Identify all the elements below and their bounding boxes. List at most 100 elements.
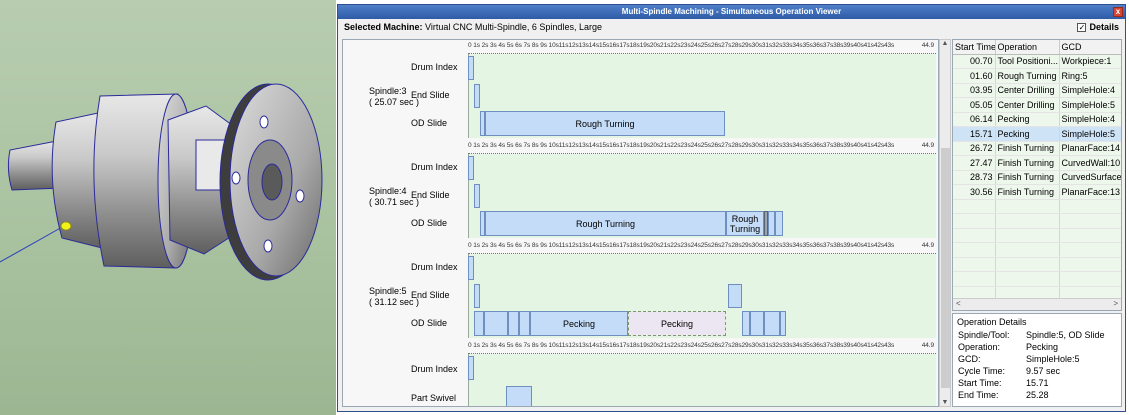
timeline-vertical-scrollbar[interactable]: ▲ ▼ xyxy=(939,39,951,407)
table-row-empty xyxy=(953,286,1121,301)
time-ruler: 0 1s 2s 3s 4s 5s 6s 7s 8s 9s 10s11s12s13… xyxy=(468,142,936,154)
operation-bar-label: Rough Turning xyxy=(575,118,635,129)
selected-machine-label: Selected Machine: xyxy=(344,22,423,32)
operation-bar[interactable] xyxy=(764,311,780,336)
table-row-empty xyxy=(953,213,1121,229)
table-cell: Ring:5 xyxy=(1059,68,1121,84)
scroll-right-icon[interactable]: > xyxy=(1113,299,1118,308)
slide-label: Drum Index xyxy=(411,62,458,72)
operation-bar[interactable] xyxy=(519,311,530,336)
time-ruler: 0 1s 2s 3s 4s 5s 6s 7s 8s 9s 10s11s12s13… xyxy=(468,42,936,54)
spindle-name: Spindle:5 xyxy=(369,286,407,296)
operation-bar[interactable] xyxy=(480,111,485,136)
3d-viewport[interactable] xyxy=(0,0,336,415)
operation-bar[interactable] xyxy=(775,211,783,236)
detail-key: Operation: xyxy=(958,342,1001,352)
operation-bar[interactable] xyxy=(508,311,519,336)
details-checkbox[interactable]: ✓ Details xyxy=(1077,22,1119,32)
checkbox-icon[interactable]: ✓ xyxy=(1077,22,1087,32)
column-header[interactable]: Start Time xyxy=(953,40,996,55)
table-cell: 26.72 xyxy=(953,141,996,156)
table-cell: Finish Turning xyxy=(995,155,1060,171)
operation-bar[interactable] xyxy=(780,311,786,336)
operation-bar[interactable] xyxy=(764,211,768,236)
table-cell: 27.47 xyxy=(953,155,996,171)
operation-details-panel: Operation Details Spindle/Tool:Spindle:5… xyxy=(952,313,1122,407)
spindle-section: 0 1s 2s 3s 4s 5s 6s 7s 8s 9s 10s11s12s13… xyxy=(343,40,938,140)
table-cell: Finish Turning xyxy=(995,141,1060,156)
table-cell: 30.56 xyxy=(953,184,996,200)
window-title-bar[interactable]: Multi-Spindle Machining - Simultaneous O… xyxy=(338,5,1125,19)
operation-bar-label: Pecking xyxy=(660,318,694,329)
operation-bar[interactable]: Rough Turning xyxy=(485,111,725,136)
selected-machine-value: Virtual CNC Multi-Spindle, 6 Spindles, L… xyxy=(425,22,602,32)
operation-bar[interactable] xyxy=(468,156,474,180)
operation-bar[interactable] xyxy=(474,84,480,108)
detail-key: Start Time: xyxy=(958,378,1002,388)
operation-bar[interactable]: Rough Turning xyxy=(485,211,726,236)
table-cell: SimpleHole:5 xyxy=(1059,97,1121,113)
close-icon: x xyxy=(1115,7,1121,16)
operation-bar[interactable] xyxy=(506,386,532,406)
operation-bar[interactable] xyxy=(728,284,742,308)
table-cell: PlanarFace:14 xyxy=(1059,141,1121,156)
detail-value: Pecking xyxy=(1026,342,1059,352)
slide-label: OD Slide xyxy=(411,318,448,328)
detail-value: SimpleHole:5 xyxy=(1026,354,1080,364)
selected-machine: Selected Machine: Virtual CNC Multi-Spin… xyxy=(344,22,602,32)
gantt-timeline[interactable]: 0 1s 2s 3s 4s 5s 6s 7s 8s 9s 10s11s12s13… xyxy=(342,39,939,407)
operation-bar[interactable]: Pecking xyxy=(530,311,628,336)
detail-row: Cycle Time:9.57 sec xyxy=(958,366,1118,377)
table-row-empty xyxy=(953,257,1121,272)
slide-label: Part Swivel xyxy=(411,393,457,403)
operation-bar[interactable] xyxy=(768,211,775,236)
operation-bar[interactable] xyxy=(468,356,474,380)
slide-label: End Slide xyxy=(411,90,450,100)
operation-bar[interactable]: Rough Turning xyxy=(726,211,764,236)
scrollbar-thumb[interactable] xyxy=(941,148,950,388)
operation-bar[interactable] xyxy=(468,256,474,280)
spindle-label: Spindle:5( 31.12 sec ) xyxy=(369,286,419,308)
close-button[interactable]: x xyxy=(1113,7,1123,17)
operation-bar[interactable] xyxy=(484,311,508,336)
list-horizontal-scrollbar[interactable]: < > xyxy=(953,298,1121,310)
table-cell: PlanarFace:13 xyxy=(1059,184,1121,200)
operation-bar[interactable] xyxy=(750,311,764,336)
scroll-left-icon[interactable]: < xyxy=(956,299,961,308)
operation-bar[interactable] xyxy=(474,184,480,208)
slide-label: Drum Index xyxy=(411,364,458,374)
slide-label: Drum Index xyxy=(411,162,458,172)
detail-row: Operation: Pecking xyxy=(958,342,1118,353)
operation-bar[interactable] xyxy=(474,311,484,336)
table-cell: SimpleHole:5 xyxy=(1059,126,1121,142)
scroll-up-icon[interactable]: ▲ xyxy=(941,40,949,47)
operation-bar[interactable] xyxy=(480,211,485,236)
operation-bar[interactable] xyxy=(468,56,474,80)
spindle-time: ( 31.12 sec ) xyxy=(369,297,420,307)
column-header[interactable]: Operation xyxy=(995,40,1060,55)
column-header[interactable]: GCD xyxy=(1059,40,1121,55)
simultaneous-operation-viewer-window: Multi-Spindle Machining - Simultaneous O… xyxy=(337,4,1126,412)
detail-value: 15.71 xyxy=(1026,378,1049,388)
operation-bar-selected[interactable]: Pecking xyxy=(628,311,726,336)
table-row-empty xyxy=(953,228,1121,243)
operation-details-legend: Operation Details xyxy=(957,317,1027,327)
ruler-end: 44.9 xyxy=(921,142,934,149)
scroll-down-icon[interactable]: ▼ xyxy=(941,399,949,406)
detail-value: 25.28 xyxy=(1026,390,1049,400)
operation-bar[interactable] xyxy=(742,311,750,336)
ruler-ticks: 0 1s 2s 3s 4s 5s 6s 7s 8s 9s 10s11s12s13… xyxy=(468,42,895,49)
detail-key: Cycle Time: xyxy=(958,366,1006,376)
operation-bar[interactable] xyxy=(474,284,480,308)
